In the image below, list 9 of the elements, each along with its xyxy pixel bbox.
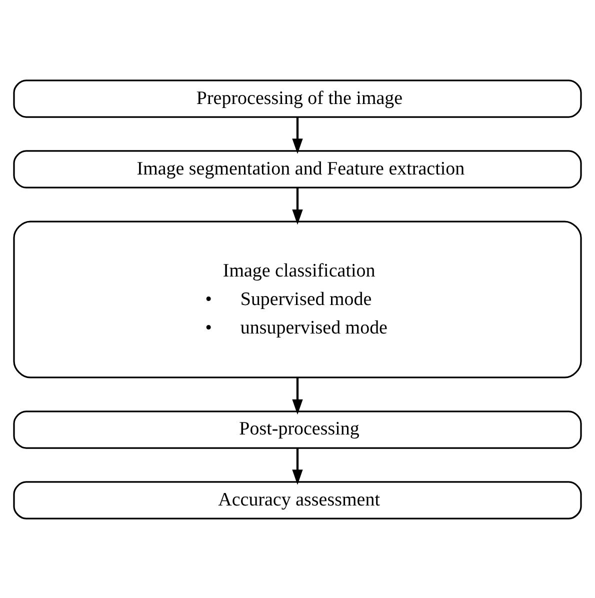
node-box: Accuracy assessment (13, 480, 582, 519)
node-box: Post-processing (13, 410, 582, 448)
node-box: Preprocessing of the image (13, 79, 582, 118)
arrow (292, 116, 303, 154)
node-box: Image segmentation and Feature extraction (13, 150, 582, 188)
arrow (292, 377, 303, 414)
arrow (292, 448, 303, 484)
node-box: Image classification • Supervised mode • unsupervised mode (13, 220, 582, 378)
arrow (292, 187, 303, 224)
